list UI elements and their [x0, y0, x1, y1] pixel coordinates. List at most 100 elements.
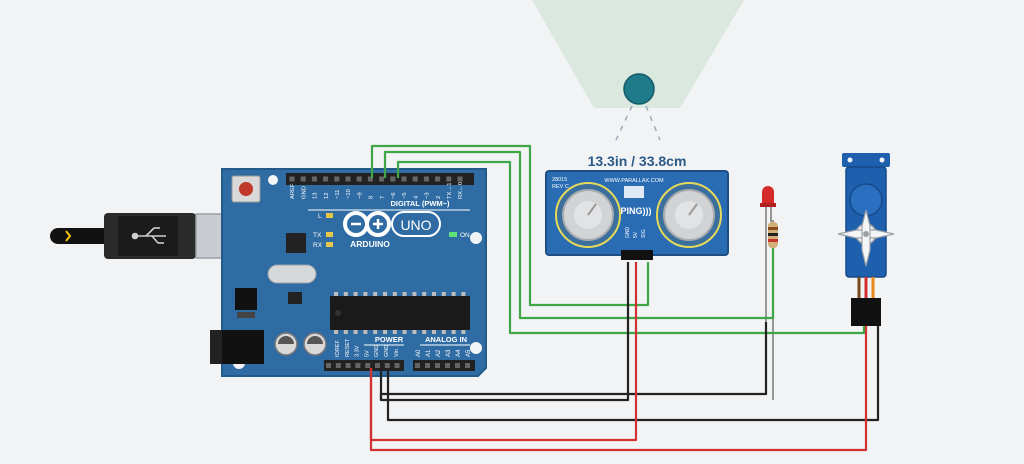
sensor-model: 28015 — [552, 177, 567, 183]
digital-pin-label: GND — [301, 186, 307, 199]
digital-pin[interactable] — [412, 176, 418, 182]
crystal-oscillator — [267, 264, 317, 284]
digital-pin[interactable] — [356, 176, 362, 182]
servo-motor[interactable] — [837, 153, 895, 326]
red-led[interactable] — [760, 186, 776, 322]
detected-object[interactable] — [623, 73, 655, 105]
digital-pin-label: ~11 — [335, 190, 341, 199]
digital-pin-label: 12 — [324, 193, 330, 199]
digital-pin-label: AREF — [290, 183, 296, 199]
power-header[interactable] — [324, 360, 404, 371]
usb-chip — [286, 233, 306, 253]
digital-label: DIGITAL (PWM~) — [390, 199, 450, 208]
wire-servo-signal — [370, 144, 650, 307]
power-analog-labels: POWER ANALOG IN — [364, 335, 470, 346]
reset-button-icon[interactable] — [231, 175, 261, 203]
mounting-hole — [470, 232, 482, 244]
mounting-hole — [470, 342, 482, 354]
digital-pin[interactable] — [334, 176, 340, 182]
svg-text:RX: RX — [313, 242, 323, 249]
power-pin-label: 3.3V — [355, 345, 361, 357]
svg-text:GND: GND — [625, 227, 631, 239]
power-pin-label: 5V — [364, 350, 370, 357]
uno-label: UNO — [400, 217, 431, 233]
digital-pin[interactable] — [379, 176, 385, 182]
digital-pin[interactable] — [390, 176, 396, 182]
power-pin-label: GND — [384, 345, 390, 357]
arduino-brand: ARDUINO — [350, 239, 390, 249]
transducer-left — [555, 182, 621, 248]
sensor-brand: PING))) — [621, 206, 652, 216]
digital-pin-label: ~3 — [425, 192, 431, 199]
digital-pin[interactable] — [457, 176, 463, 182]
wires[interactable] — [369, 144, 880, 452]
digital-pin[interactable] — [345, 176, 351, 182]
sensor-site: WWW.PARALLAX.COM — [604, 178, 664, 184]
power-pin-label: GND — [374, 345, 380, 357]
usb-icon — [131, 227, 166, 244]
wire-led — [396, 160, 866, 335]
servo-wires — [857, 277, 875, 300]
svg-text:5V: 5V — [633, 231, 639, 238]
sensor-rev: REV C — [552, 184, 569, 190]
digital-pin[interactable] — [367, 176, 373, 182]
mounting-hole — [268, 175, 278, 185]
on-led-label: ON — [460, 232, 470, 239]
digital-pin-label: TX→1 — [447, 183, 453, 199]
digital-pin-label: ~5 — [402, 192, 408, 199]
power-pin-label: IOREF — [335, 340, 341, 357]
digital-header-pins — [289, 176, 463, 182]
sensor-detection-cone — [532, 0, 744, 108]
wire-gnd-servo — [386, 326, 880, 422]
power-pin-label: Vin — [394, 349, 400, 357]
distance-readout: 13.3in / 33.8cm — [588, 153, 687, 169]
analog-pin-label: A2 — [436, 349, 442, 357]
svg-text:ANALOG IN: ANALOG IN — [425, 335, 467, 344]
digital-pin-label: 2 — [436, 196, 442, 199]
digital-pin[interactable] — [289, 176, 295, 182]
digital-pin[interactable] — [311, 176, 317, 182]
digital-pin[interactable] — [423, 176, 429, 182]
ultrasonic-sensor[interactable]: 28015 REV C WWW.PARALLAX.COM PING))) GND… — [545, 170, 729, 260]
digital-pin-label: RX←0 — [458, 182, 464, 199]
digital-pin-label: 13 — [313, 193, 319, 199]
wire-5v-servo — [369, 326, 868, 452]
on-led — [449, 232, 457, 237]
atmega-chip — [330, 292, 470, 334]
analog-pin-label: A5 — [466, 349, 472, 357]
analog-pin-label: A4 — [456, 349, 462, 357]
sensor-beam-lines — [615, 105, 661, 141]
digital-pin-label: ~10 — [346, 189, 352, 199]
digital-pin-label: 8 — [369, 196, 375, 199]
svg-text:L: L — [318, 213, 322, 220]
servo-horn[interactable] — [837, 209, 895, 267]
digital-pin[interactable] — [446, 176, 452, 182]
wire-gnd-sensor — [379, 262, 630, 402]
wire-sensor-signal — [383, 150, 775, 320]
small-component — [288, 292, 302, 304]
sensor-pin-labels: GND 5V SIG — [625, 227, 647, 239]
arduino-logo: UNO ARDUINO — [343, 211, 441, 249]
digital-pin[interactable] — [435, 176, 441, 182]
digital-pin[interactable] — [401, 176, 407, 182]
voltage-regulator — [235, 288, 257, 318]
power-pin-label: RESET — [345, 338, 351, 357]
analog-pin-label: A3 — [446, 349, 452, 357]
digital-pin-label: ~9 — [357, 192, 363, 199]
power-jack[interactable] — [210, 330, 264, 364]
servo-connector[interactable] — [851, 298, 881, 326]
svg-text:TX: TX — [313, 232, 322, 239]
digital-pin[interactable] — [323, 176, 329, 182]
digital-pin[interactable] — [300, 176, 306, 182]
analog-header[interactable] — [413, 360, 475, 371]
analog-pin-label: A1 — [426, 349, 432, 357]
capacitors — [274, 332, 327, 356]
svg-text:SIG: SIG — [641, 229, 647, 238]
sensor-header[interactable] — [621, 250, 653, 260]
svg-text:POWER: POWER — [375, 335, 404, 344]
